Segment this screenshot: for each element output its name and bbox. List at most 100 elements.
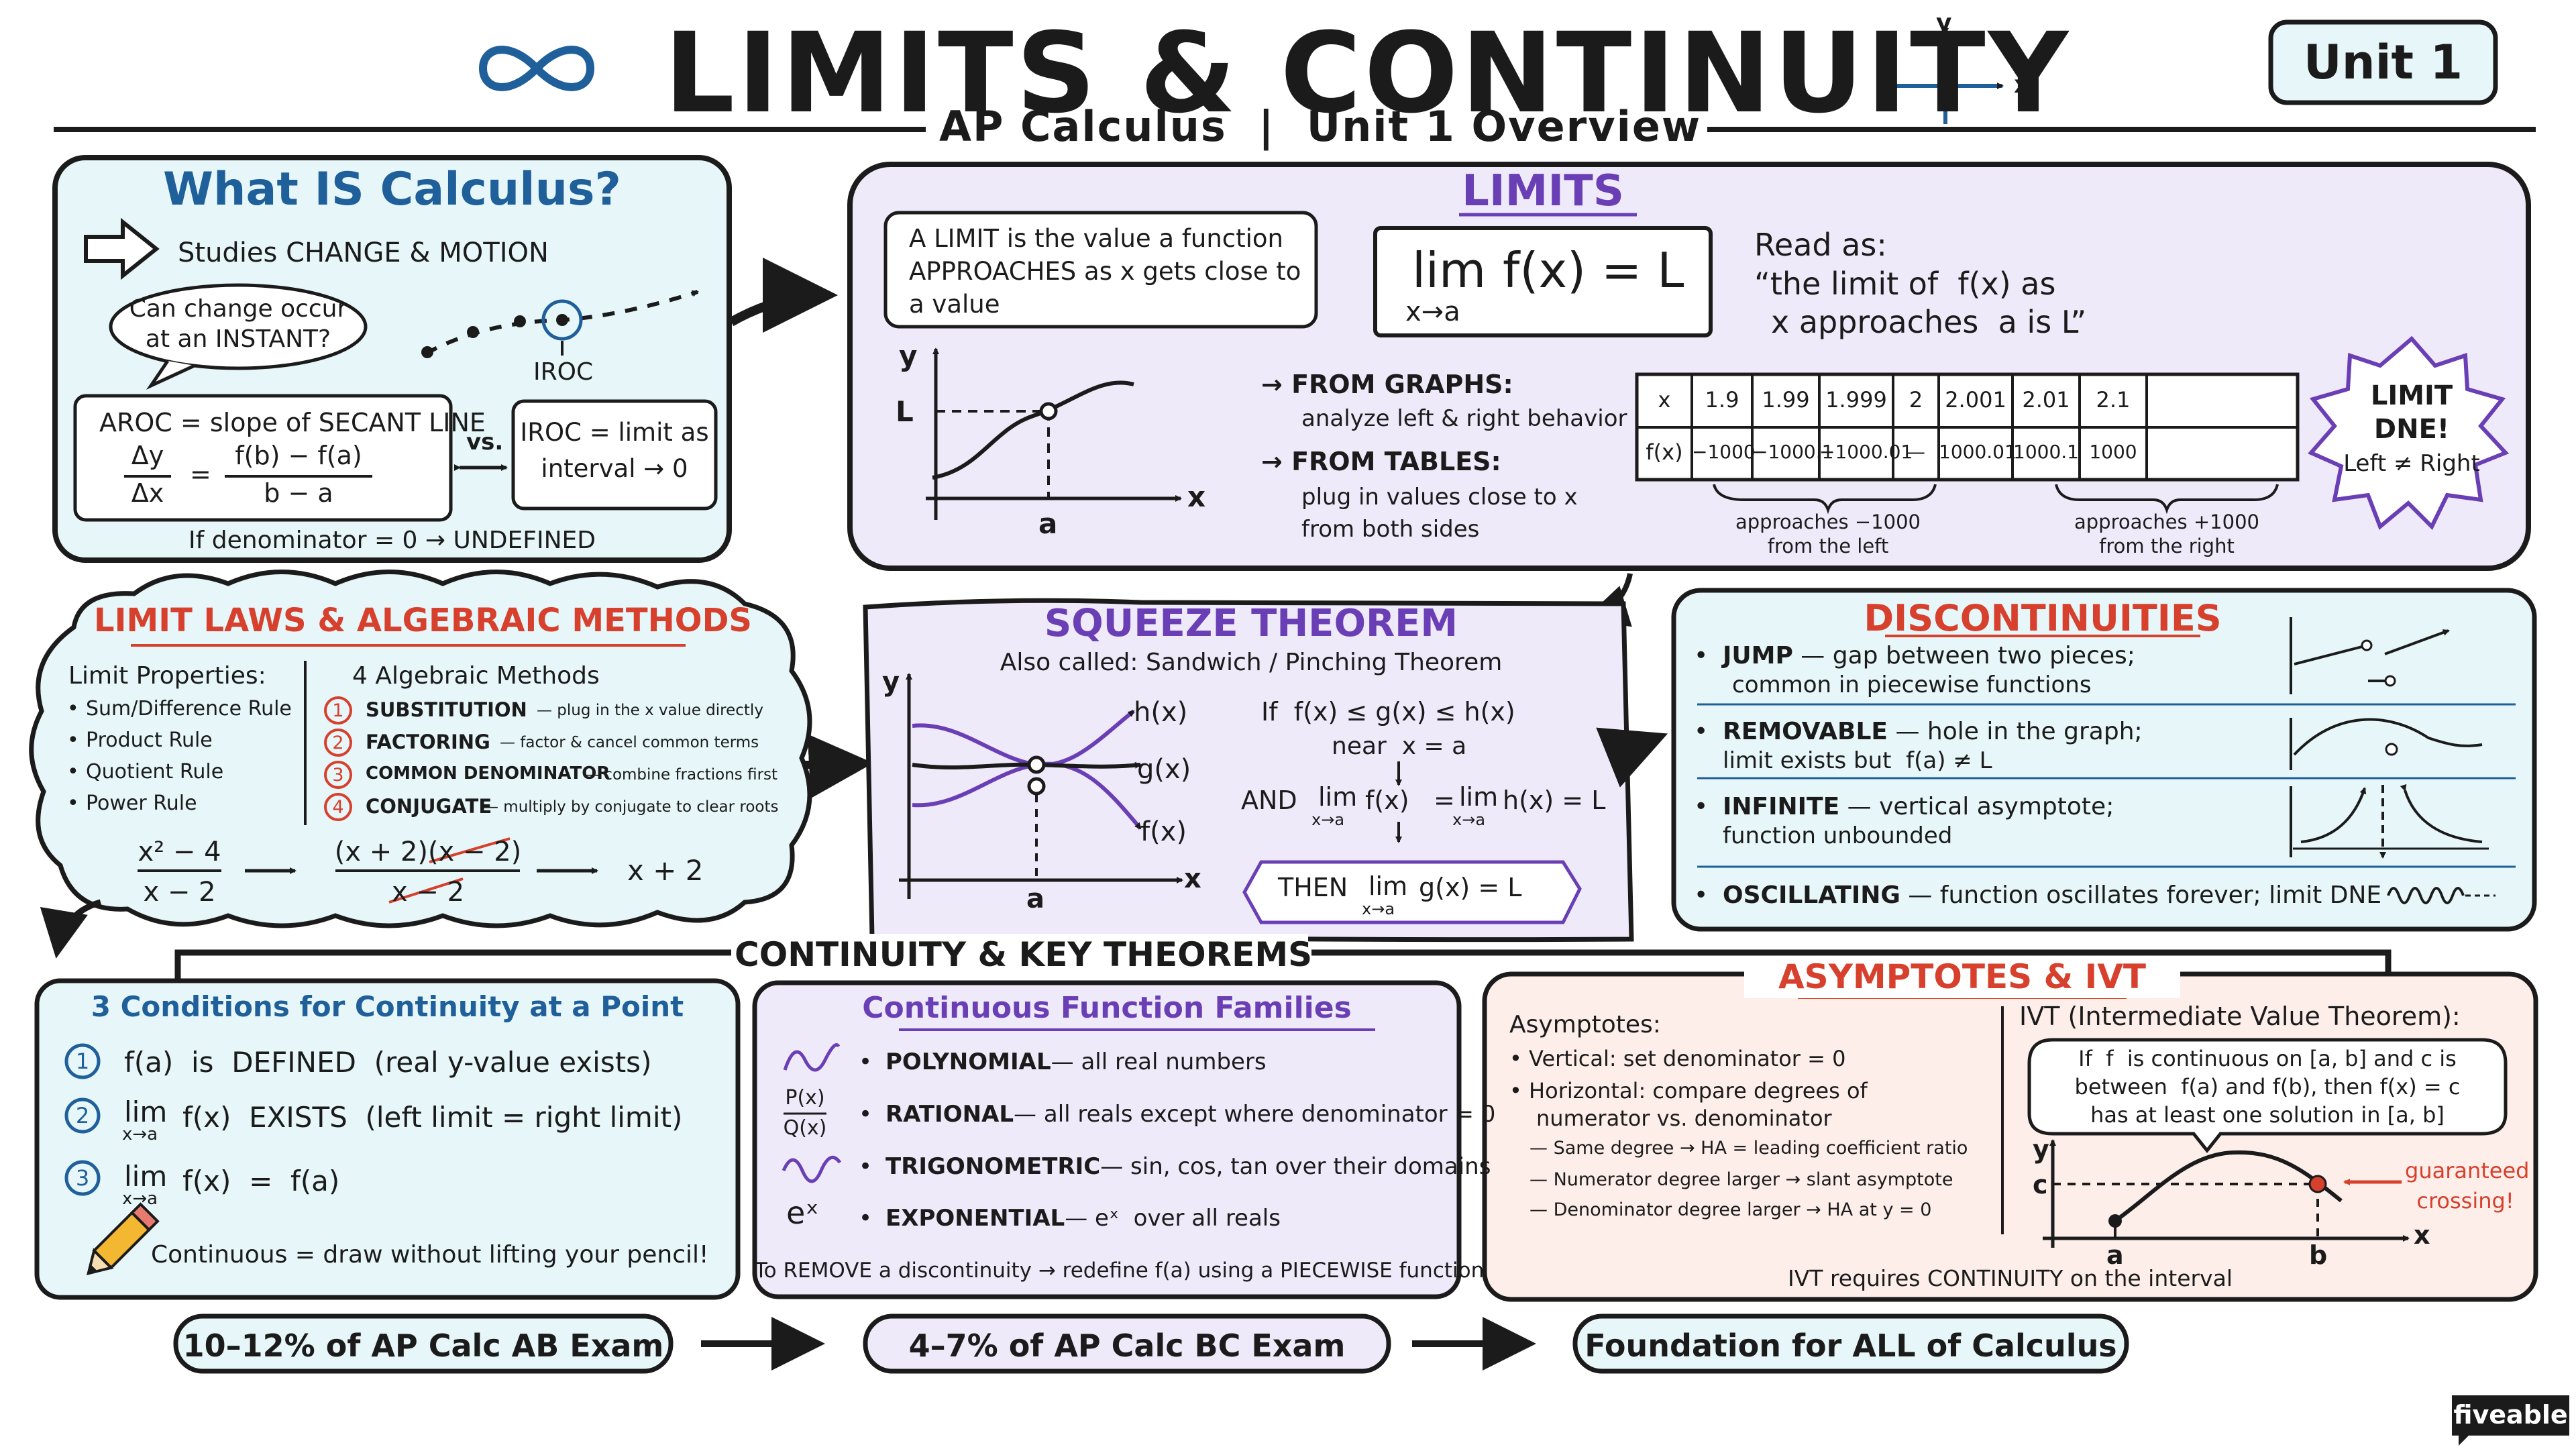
ivt-b-label: b [2309, 1240, 2328, 1270]
ab-exam-label: 10–12% of AP Calc AB Exam [182, 1328, 664, 1364]
disc-item-oscillating: OSCILLATING — function oscillates foreve… [1723, 880, 2381, 910]
table-x-cell: 2.01 [2022, 387, 2070, 413]
method-name: COMMON DENOMINATOR [366, 763, 610, 784]
limit-graph [926, 347, 1182, 520]
limit-notation-sub: x→a [1405, 297, 1460, 327]
method-name: FACTORING [366, 731, 490, 753]
squeeze-lim: lim [1459, 782, 1499, 812]
squeeze-x-label: x [1184, 863, 1201, 894]
limit-notation-lim: lim [1412, 242, 1487, 299]
method-desc: — factor & cancel common terms [500, 734, 759, 751]
limit-definition-box [883, 211, 1318, 329]
family-desc: — all real numbers [1051, 1049, 1267, 1075]
infinite-sketch [2290, 784, 2489, 859]
rational-icon-den: Q(x) [783, 1116, 827, 1140]
asym-horizontal-2: numerator vs. denominator [1536, 1106, 1832, 1131]
from-tables-desc-2: from both sides [1301, 516, 1480, 543]
disc-bullet: • [1694, 881, 1709, 909]
disc-desc: — gap between two pieces; [1792, 642, 2135, 669]
bubble-line-1: Can change occur [129, 295, 347, 323]
from-tables: → FROM TABLES: [1261, 447, 1501, 476]
ab-exam-pill [173, 1313, 674, 1374]
foundation-label: Foundation for ALL of Calculus [1585, 1328, 2117, 1364]
family-bullet: • [859, 1153, 873, 1180]
limit-def-line-1: A LIMIT is the value a function [909, 224, 1283, 253]
guaranteed-line-1: guaranteed [2405, 1158, 2530, 1183]
limit-def-line-3: a value [909, 290, 1000, 319]
axes-icon-y-label: y [1936, 9, 1952, 37]
limit-table-grid [1635, 372, 2300, 482]
family-bullet: • [859, 1049, 873, 1075]
disc-name: JUMP [1723, 642, 1793, 669]
prop-bullet: • [67, 729, 79, 752]
flow-arrow [40, 899, 102, 959]
squeeze-lim-sub: x→a [1362, 900, 1395, 918]
table-x-cell: 2.001 [1945, 387, 2006, 413]
family-polynomial: POLYNOMIAL— all real numbers [885, 1048, 1267, 1077]
disc-name: REMOVABLE [1723, 718, 1888, 745]
from-graphs: → FROM GRAPHS: [1261, 370, 1513, 399]
prop-bullet: • [67, 760, 79, 784]
ivt-line-1: If f is continuous on [a, b] and c is [2078, 1046, 2457, 1071]
disc-bullet: • [1694, 642, 1709, 669]
family-bullet: • [859, 1101, 873, 1128]
squeeze-eq: = [1434, 786, 1455, 815]
condition-lim: lim [124, 1095, 168, 1128]
example-result: x + 2 [627, 854, 704, 887]
limit-property: Sum/Difference Rule [86, 697, 292, 720]
table-fx-cell: — [1907, 441, 1925, 463]
asym-horizontal-1: • Horizontal: compare degrees of [1509, 1078, 1868, 1104]
ivt-a-label: a [2106, 1240, 2124, 1270]
aroc-equals: = [190, 460, 211, 489]
limit-property: Quotient Rule [86, 760, 224, 784]
asym-title: Asymptotes: [1509, 1011, 1661, 1038]
right-approach-note-2: from the right [2099, 535, 2235, 557]
removable-sketch [2290, 718, 2483, 770]
disc-desc: — function oscillates forever; limit DNE [1900, 881, 2382, 909]
asym-rule: — Numerator degree larger → slant asympt… [1529, 1169, 1953, 1190]
squeeze-if-line: If f(x) ≤ g(x) ≤ h(x) [1261, 697, 1515, 727]
disc-name: OSCILLATING [1723, 881, 1900, 909]
guaranteed-line-2: crossing! [2416, 1188, 2514, 1214]
squeeze-lim-sub: x→a [1452, 810, 1486, 829]
flow-arrow [729, 258, 838, 333]
aroc-definition: AROC = slope of SECANT LINE [99, 408, 486, 437]
calculus-title: What IS Calculus? [163, 163, 621, 216]
iroc-box [511, 399, 718, 511]
speech-bubble [109, 283, 368, 370]
pencil-note: Continuous = draw without lifting your p… [151, 1241, 709, 1269]
family-name: POLYNOMIAL [885, 1049, 1051, 1075]
family-name: RATIONAL [885, 1101, 1014, 1128]
left-approach-brace [1713, 484, 1937, 515]
table-x-cell: 1.99 [1762, 387, 1810, 413]
oscillating-sketch [2387, 887, 2496, 904]
aroc-dy: Δy [131, 441, 164, 470]
aroc-numerator: f(b) − f(a) [235, 441, 362, 470]
disc-desc: — vertical asymptote; [1839, 793, 2114, 820]
condition-number-circles [64, 1043, 101, 1196]
bubble-line-2: at an INSTANT? [145, 325, 331, 353]
disc-item-infinite: INFINITE — vertical asymptote; [1723, 792, 2114, 822]
iroc-line-2: interval → 0 [541, 454, 688, 483]
squeeze-then: THEN [1278, 873, 1348, 902]
condition-lim-sub: x→a [122, 1189, 158, 1209]
polynomial-icon [783, 1043, 841, 1072]
factored-denominator: x − 2 [391, 877, 465, 908]
squeeze-title: SQUEEZE THEOREM [1044, 602, 1458, 645]
method-desc: — multiply by conjugate to clear roots [483, 798, 779, 816]
calculus-studies: Studies CHANGE & MOTION [178, 237, 549, 268]
condition-number: 3 [75, 1165, 90, 1191]
ivt-y-label: y [2033, 1134, 2049, 1164]
remove-note: To REMOVE a discontinuity → redefine f(a… [755, 1258, 1485, 1283]
infinity-icon [478, 46, 595, 91]
squeeze-f-label: f(x) [1140, 816, 1187, 847]
disc-name: INFINITE [1723, 793, 1840, 820]
disc-item-jump: JUMP — gap between two pieces; [1723, 641, 2135, 671]
squeeze-lim-sub: x→a [1311, 810, 1345, 829]
exponential-icon: eˣ [786, 1195, 819, 1231]
brand-logo-text: fiveable [2453, 1400, 2568, 1430]
flow-arrow [1596, 727, 1668, 788]
pencil-icon [86, 1202, 160, 1276]
disc-item-removable: REMOVABLE — hole in the graph; [1723, 716, 2143, 747]
